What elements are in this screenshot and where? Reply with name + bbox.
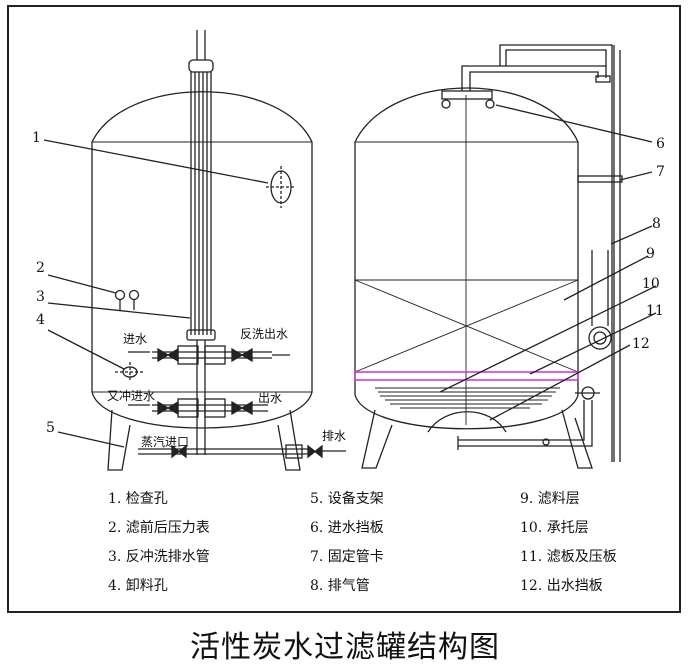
vent-pipe [613, 45, 621, 462]
lower-pipeline [152, 398, 268, 418]
upper-pipeline [152, 345, 272, 365]
callout-9: 9 [646, 246, 655, 262]
legend-item: 9. 滤料层 [520, 491, 580, 507]
bottom-outlet-piping [457, 386, 600, 450]
filter-plate [354, 371, 579, 381]
right-tank [354, 44, 657, 469]
callout-10: 10 [642, 276, 660, 292]
inlet-baffle [441, 90, 495, 109]
legend-item: 1. 检查孔 [108, 491, 168, 507]
filter-and-pressure-plate [588, 250, 612, 350]
diagram-title: 活性炭水过滤罐结构图 [190, 630, 500, 665]
legend-item: 6. 进水挡板 [310, 520, 384, 536]
callout-5: 5 [46, 420, 55, 436]
callout-8: 8 [652, 216, 661, 232]
callout-1: 1 [32, 130, 41, 146]
legend-item: 5. 设备支架 [310, 491, 384, 507]
right-tank-body [354, 87, 579, 430]
legend-item: 11. 滤板及压板 [520, 549, 617, 565]
label-backflush-inlet: 又冲进水 [107, 388, 155, 403]
callout-11: 11 [646, 303, 664, 319]
top-inlet-piping [461, 44, 613, 462]
callout-6: 6 [656, 136, 665, 152]
equipment-support [107, 409, 301, 471]
tank-diagram: 进水 反洗出水 又冲进水 出水 蒸汽进口 排水 1 2 3 4 5 6 7 8 … [32, 30, 665, 471]
legend-item: 8. 排气管 [310, 578, 370, 594]
legend-item: 10. 承托层 [520, 520, 589, 536]
legend-item: 4. 卸料孔 [108, 578, 168, 594]
steam-drain-pipe [138, 444, 323, 459]
pipe-clamp [577, 175, 623, 183]
callout-4: 4 [36, 312, 45, 328]
label-backwash-outlet: 反洗出水 [240, 327, 288, 341]
unloading-hole [115, 362, 145, 382]
outlet-baffle [427, 411, 507, 433]
label-outlet: 出水 [258, 391, 282, 405]
label-inlet: 进水 [123, 332, 147, 346]
callout-3: 3 [36, 289, 45, 305]
pressure-gauges [114, 289, 140, 310]
callout-7: 7 [656, 164, 665, 180]
legend-item: 7. 固定管卡 [310, 549, 384, 565]
left-tank [43, 30, 346, 471]
right-equipment-support [361, 409, 593, 469]
callout-2: 2 [36, 260, 45, 276]
label-drain: 排水 [322, 429, 346, 443]
label-steam-inlet: 蒸汽进口 [141, 434, 189, 449]
support-layer [375, 387, 560, 409]
legend-item: 12. 出水挡板 [520, 578, 603, 594]
diagram-frame [7, 5, 681, 613]
legend-item: 2. 滤前后压力表 [108, 520, 210, 536]
backwash-drain-pipe [186, 30, 216, 455]
callout-12: 12 [632, 336, 650, 352]
legend-item: 3. 反冲洗排水管 [108, 549, 210, 565]
